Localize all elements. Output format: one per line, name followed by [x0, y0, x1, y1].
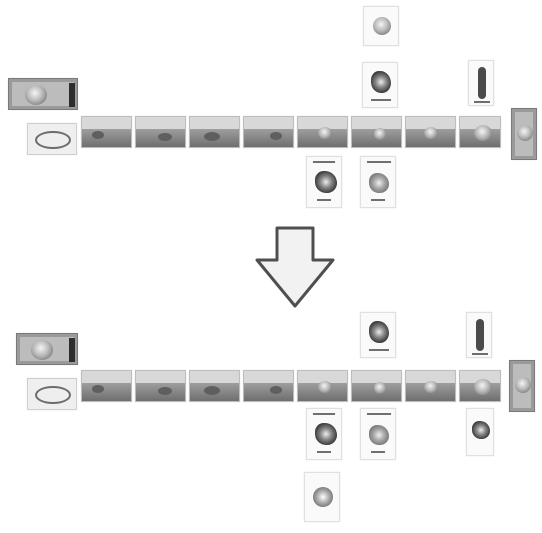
row-card-8[interactable] [459, 116, 501, 148]
down-arrow-icon [255, 226, 335, 308]
card-scene-detail [158, 133, 172, 141]
card-below-1-after[interactable] [306, 408, 342, 460]
row-card-7[interactable] [405, 116, 456, 148]
row-card-2[interactable] [135, 116, 186, 148]
card-below-2[interactable] [360, 156, 396, 208]
card-edge [69, 83, 75, 107]
card-scene [82, 129, 131, 147]
card-emblem-icon [474, 379, 492, 395]
row-card-3[interactable] [189, 116, 240, 148]
card-emblem-icon [374, 128, 386, 140]
left-card-label-lower-after[interactable] [27, 378, 77, 410]
left-card-back-upper[interactable] [8, 78, 78, 110]
card-text-mark [313, 161, 335, 163]
card-scene [244, 129, 293, 147]
right-card-vertical-after[interactable] [509, 360, 535, 412]
row-card-2[interactable] [135, 370, 186, 402]
row-card-1[interactable] [81, 116, 132, 148]
card-top-right-portrait-after[interactable] [466, 312, 492, 358]
card-flower-icon [472, 421, 490, 439]
row-card-5[interactable] [297, 370, 348, 402]
right-card-vertical[interactable] [511, 108, 537, 160]
card-text-mark [367, 161, 391, 163]
card-emblem-icon [374, 382, 386, 394]
card-flower-icon [371, 71, 391, 93]
card-below-stack-after[interactable] [304, 472, 340, 522]
card-scene-detail [92, 385, 104, 393]
card-text-mark [369, 349, 389, 351]
card-emblem-icon [474, 125, 492, 141]
card-below-2-after[interactable] [360, 408, 396, 460]
card-emblem-icon [515, 377, 531, 393]
card-text-mark [371, 99, 391, 101]
row-card-8[interactable] [459, 370, 501, 402]
row-card-1[interactable] [81, 370, 132, 402]
card-flower-icon [315, 171, 337, 193]
card-emblem-icon [373, 17, 391, 35]
card-edge [69, 338, 75, 362]
row-card-5[interactable] [297, 116, 348, 148]
card-text-mark [371, 451, 385, 453]
row-card-4[interactable] [243, 116, 294, 148]
card-scene-detail [204, 132, 220, 141]
card-emblem-icon [318, 127, 332, 139]
card-flower-icon [315, 423, 337, 445]
card-flower-icon [369, 425, 389, 445]
card-below-3-after[interactable] [466, 408, 494, 456]
card-flower-icon [369, 173, 389, 193]
card-emblem-icon [313, 487, 333, 507]
card-label-oval [35, 386, 71, 404]
card-emblem-icon [424, 127, 438, 139]
card-text-mark [367, 413, 391, 415]
card-text-mark [472, 353, 488, 355]
card-figure-icon [476, 319, 484, 351]
card-emblem-icon [424, 381, 438, 393]
card-flower-icon [369, 321, 389, 343]
left-card-label-lower[interactable] [27, 123, 77, 155]
card-scene-detail [158, 387, 172, 395]
card-emblem-icon [517, 125, 533, 141]
card-top-stack-1[interactable] [363, 6, 399, 46]
card-emblem-icon [25, 85, 47, 105]
card-top-stack-2[interactable] [362, 62, 398, 108]
card-text-mark [317, 199, 331, 201]
card-emblem-icon [318, 381, 332, 393]
card-text-mark [371, 199, 385, 201]
card-scene [82, 383, 131, 401]
card-scene [244, 383, 293, 401]
card-figure-icon [478, 67, 486, 99]
card-label-oval [35, 131, 71, 149]
row-card-6[interactable] [351, 116, 402, 148]
card-top-right-portrait[interactable] [468, 60, 494, 106]
card-text-mark [474, 101, 490, 103]
left-card-back-upper-after[interactable] [16, 333, 78, 365]
card-scene-detail [204, 386, 220, 395]
card-below-1[interactable] [306, 156, 342, 208]
row-card-4[interactable] [243, 370, 294, 402]
card-scene-detail [270, 132, 282, 140]
card-text-mark [317, 451, 331, 453]
row-card-3[interactable] [189, 370, 240, 402]
card-top-stack-after[interactable] [360, 312, 396, 358]
row-card-6[interactable] [351, 370, 402, 402]
row-card-7[interactable] [405, 370, 456, 402]
card-scene-detail [270, 386, 282, 394]
card-scene-detail [92, 131, 104, 139]
card-emblem-icon [31, 340, 53, 360]
card-text-mark [313, 413, 335, 415]
